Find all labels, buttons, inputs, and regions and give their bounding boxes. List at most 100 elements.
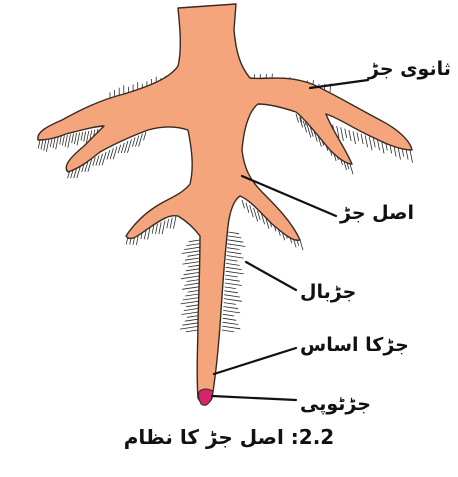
- root-hair: [185, 319, 198, 321]
- root-hair: [46, 138, 49, 152]
- root-hair: [113, 147, 117, 160]
- root-hair: [44, 139, 46, 151]
- root-hair: [189, 240, 200, 242]
- root-hair: [186, 305, 198, 307]
- root-hair: [182, 287, 199, 290]
- root-hair: [136, 136, 139, 147]
- root-hair: [186, 244, 200, 246]
- root-hair: [226, 259, 237, 261]
- root-hair: [124, 141, 128, 153]
- root-hair: [341, 127, 344, 141]
- root-cap-shape: [199, 389, 213, 405]
- root-hair: [96, 156, 99, 166]
- root-hair: [182, 312, 199, 315]
- root-hair: [184, 247, 200, 249]
- root-hair: [225, 279, 240, 281]
- root-hair: [107, 150, 110, 159]
- root-hair: [184, 283, 199, 285]
- root-hair: [223, 310, 240, 313]
- root-hair: [65, 135, 67, 147]
- root-hair: [174, 216, 177, 229]
- root-hair: [361, 134, 363, 144]
- root-hair: [182, 323, 198, 325]
- root-hair: [353, 131, 356, 144]
- root-hair: [350, 164, 353, 174]
- root-hair: [93, 157, 96, 165]
- root-hair: [62, 135, 64, 145]
- root-hair: [121, 143, 124, 153]
- root-hair: [223, 318, 237, 320]
- root-hair: [224, 303, 236, 305]
- root-hair: [296, 114, 299, 122]
- root-hair: [224, 295, 240, 297]
- pointer-root-base: [214, 348, 296, 374]
- root-hair: [84, 131, 86, 141]
- root-hair: [222, 326, 240, 329]
- root-hair: [186, 330, 198, 332]
- root-hair: [72, 134, 74, 143]
- root-hair: [99, 154, 103, 166]
- root-hair: [181, 301, 199, 304]
- root-hair: [223, 314, 234, 316]
- root-hair: [118, 145, 121, 153]
- root-hair: [38, 140, 40, 148]
- root-hair: [60, 136, 62, 144]
- root-hair: [184, 272, 200, 274]
- root-hair: [182, 251, 200, 254]
- root-hair: [187, 316, 198, 318]
- root-hair: [144, 132, 147, 140]
- root-hair: [180, 326, 198, 329]
- root-hair: [222, 330, 234, 332]
- root-hair: [81, 132, 83, 140]
- root-hair: [254, 208, 258, 222]
- root-hair: [250, 205, 254, 217]
- root-hair: [225, 283, 242, 286]
- label-secondary-root: ثانوی جڑ: [368, 58, 451, 80]
- root-hair: [184, 308, 199, 310]
- root-hair: [300, 240, 303, 250]
- root-hair: [228, 240, 244, 242]
- root-hair: [187, 280, 199, 282]
- root-hair: [246, 203, 249, 213]
- root-hair: [188, 290, 199, 292]
- root-hair: [110, 148, 113, 159]
- root-hair: [188, 265, 199, 267]
- root-hair: [226, 267, 242, 269]
- root-hair: [357, 133, 359, 141]
- label-primary-root: اصل جڑ: [340, 202, 414, 224]
- root-hair: [183, 298, 199, 300]
- root-hair: [183, 262, 200, 265]
- root-hair: [162, 221, 165, 235]
- root-hair: [345, 129, 347, 138]
- root-hair: [159, 222, 161, 234]
- root-hair: [56, 137, 59, 150]
- root-hair: [228, 232, 239, 234]
- root-hair: [68, 134, 71, 148]
- root-hair: [225, 287, 236, 289]
- root-hair: [185, 258, 200, 260]
- label-root-base: جڑکا اساس: [300, 334, 409, 356]
- root-hair: [225, 275, 237, 277]
- root-hair: [227, 256, 244, 259]
- root-hair: [41, 139, 43, 149]
- root-hair: [139, 134, 143, 147]
- root-hair: [224, 291, 238, 293]
- root-hair: [223, 322, 239, 324]
- root-hair: [369, 137, 372, 151]
- root-hair: [186, 269, 200, 271]
- root-hair: [187, 254, 199, 256]
- label-root-hair: جڑبال: [300, 281, 356, 303]
- root-hair: [185, 294, 199, 296]
- root-hair: [223, 307, 238, 309]
- root-hair: [228, 236, 241, 238]
- root-hair: [227, 248, 239, 250]
- root-hair: [224, 299, 242, 302]
- root-hair: [170, 218, 172, 229]
- pointer-root-hair: [246, 262, 296, 290]
- root-hair: [226, 271, 244, 274]
- figure-caption: 2.2: اصل جڑ کا نظام: [0, 425, 458, 449]
- root-hair: [242, 200, 245, 208]
- root-hair: [132, 137, 135, 146]
- root-hair: [365, 135, 367, 147]
- root-hair: [167, 219, 169, 228]
